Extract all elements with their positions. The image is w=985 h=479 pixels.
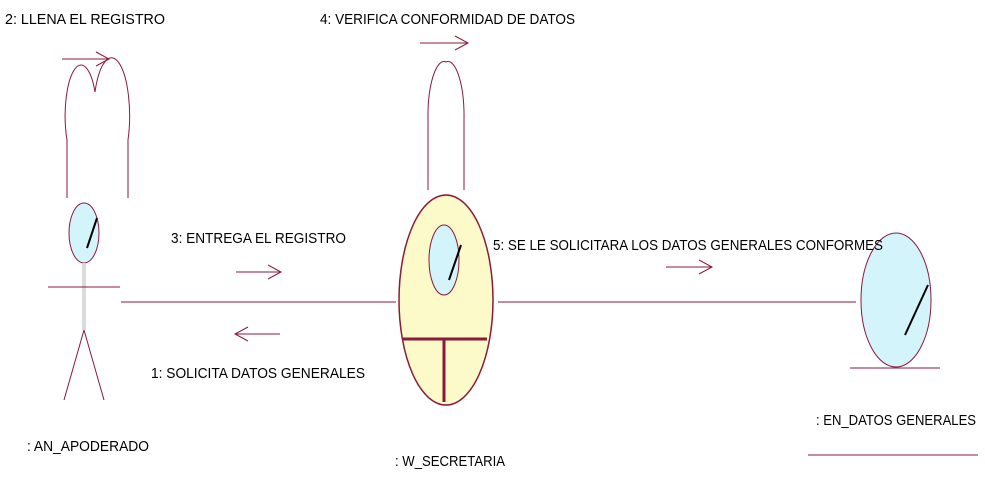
message-5[interactable]: 5: SE LE SOLICITARA LOS DATOS GENERALES … <box>493 237 883 275</box>
message-2[interactable]: 2: LLENA EL REGISTRO <box>5 11 165 67</box>
entity-object[interactable]: : EN_DATOS GENERALES <box>808 232 978 456</box>
message-1[interactable]: 1: SOLICITA DATOS GENERALES <box>151 326 365 382</box>
actor-self-loop <box>64 57 131 198</box>
arrow-right-icon <box>236 264 283 280</box>
control-head-icon <box>428 224 460 296</box>
message-1-label: 1: SOLICITA DATOS GENERALES <box>151 365 365 382</box>
message-2-label: 2: LLENA EL REGISTRO <box>5 11 165 28</box>
actor-head-icon <box>68 202 100 264</box>
message-3[interactable]: 3: ENTREGA EL REGISTRO <box>171 230 346 280</box>
arrow-left-icon <box>233 326 280 342</box>
message-4[interactable]: 4: VERIFICA CONFORMIDAD DE DATOS <box>320 11 575 51</box>
control-object[interactable]: : W_SECRETARIA <box>395 61 505 470</box>
control-object-icon <box>398 194 494 406</box>
actor-leg-right <box>83 329 105 401</box>
actor-leg-left <box>63 329 85 401</box>
message-5-label: 5: SE LE SOLICITARA LOS DATOS GENERALES … <box>493 237 883 254</box>
actor-label: : AN_APODERADO <box>27 438 149 455</box>
arrow-right-icon <box>420 35 470 51</box>
entity-object-icon <box>860 232 932 368</box>
message-3-label: 3: ENTREGA EL REGISTRO <box>171 230 346 247</box>
arrow-right-icon <box>62 51 111 67</box>
control-self-loop <box>427 61 465 190</box>
entity-label: : EN_DATOS GENERALES <box>816 412 976 429</box>
message-4-label: 4: VERIFICA CONFORMIDAD DE DATOS <box>320 11 575 28</box>
arrow-right-icon <box>666 259 714 275</box>
actor-object[interactable]: : AN_APODERADO <box>27 57 149 455</box>
control-label: : W_SECRETARIA <box>395 453 505 470</box>
